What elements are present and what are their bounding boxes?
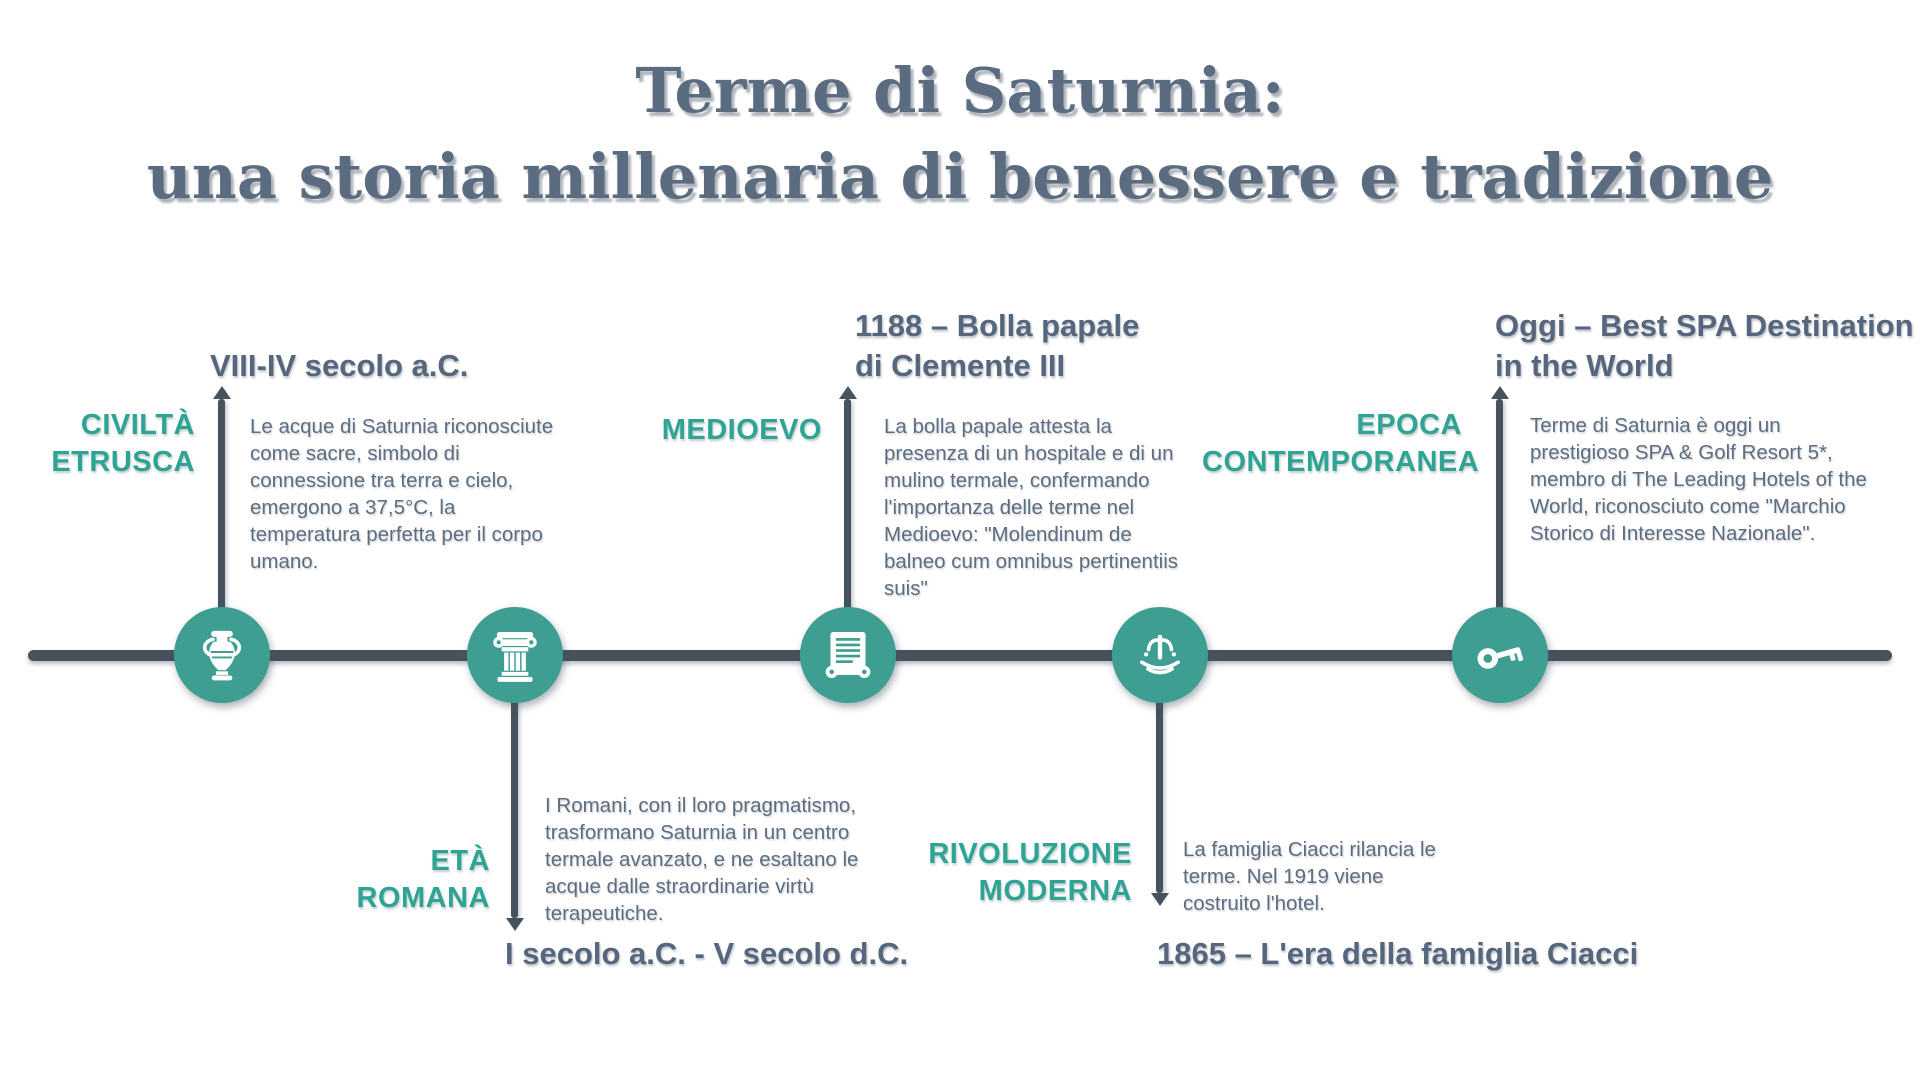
entry-label: CIVILTÀ ETRUSCA (20, 407, 195, 481)
entry-date: Oggi – Best SPA Destination in the World (1495, 308, 1914, 383)
connector-line (1496, 399, 1503, 610)
entry-label-line: EPOCA (1356, 409, 1462, 441)
entry-description: La famiglia Ciacci rilancia le terme. Ne… (1183, 838, 1436, 915)
arrow-up-icon (839, 386, 857, 399)
entry-description: La bolla papale attesta la presenza di u… (884, 415, 1178, 600)
timeline-node-medioevo (800, 607, 896, 703)
entry-description: Le acque di Saturnia riconosciute come s… (250, 415, 554, 573)
connector-line (218, 399, 225, 610)
arrow-down-icon (1151, 893, 1169, 906)
entry-label-line: ROMANA (356, 882, 490, 914)
arrow-up-icon (213, 386, 231, 399)
entry-date: VIII-IV secolo a.C. (210, 348, 469, 383)
entry-label-line: CIVILTÀ (80, 409, 195, 441)
page-title: Terme di Saturnia: una storia millenaria… (0, 48, 1920, 220)
fountain-icon (1140, 634, 1180, 675)
timeline-node-rivoluzione-moderna (1112, 607, 1208, 703)
timeline-node-civilta-etrusca (174, 607, 270, 703)
entry-label-line: MEDIOEVO (661, 414, 822, 446)
entry-label-line: ETÀ (430, 845, 490, 877)
entry-description: I Romani, con il loro pragmatismo, trasf… (545, 794, 859, 925)
entry-label: ETÀ ROMANA (240, 843, 490, 917)
entry-label: RIVOLUZIONE MODERNA (882, 836, 1132, 910)
entry-label-line: RIVOLUZIONE (928, 838, 1132, 870)
connector-line (844, 399, 851, 610)
page-title-line2: una storia millenaria di benessere e tra… (146, 140, 1774, 213)
entry-date: 1865 – L'era della famiglia Ciacci (1157, 936, 1639, 971)
entry-date: 1188 – Bolla papale di Clemente III (855, 308, 1140, 383)
key-icon (1477, 647, 1524, 669)
entry-description: Terme di Saturnia è oggi un prestigioso … (1530, 414, 1867, 545)
timeline-node-epoca-contemporanea (1452, 607, 1548, 703)
entry-label: EPOCA CONTEMPORANEA (1202, 407, 1480, 481)
page-title-line1: Terme di Saturnia: (635, 54, 1285, 127)
timeline-node-eta-romana (467, 607, 563, 703)
entry-date: I secolo a.C. - V secolo d.C. (505, 936, 909, 971)
arrow-down-icon (506, 918, 524, 931)
entry-label-line: CONTEMPORANEA (1202, 446, 1480, 478)
entry-label: MEDIOEVO (572, 412, 822, 449)
connector-line (511, 700, 518, 918)
timeline-bar (28, 650, 1892, 661)
scroll-icon (825, 632, 871, 678)
entry-label-line: MODERNA (978, 875, 1132, 907)
arrow-up-icon (1491, 386, 1509, 399)
connector-line (1156, 700, 1163, 893)
entry-label-line: ETRUSCA (51, 446, 195, 478)
roman-column-icon (493, 632, 537, 682)
amphora-icon (202, 630, 242, 681)
